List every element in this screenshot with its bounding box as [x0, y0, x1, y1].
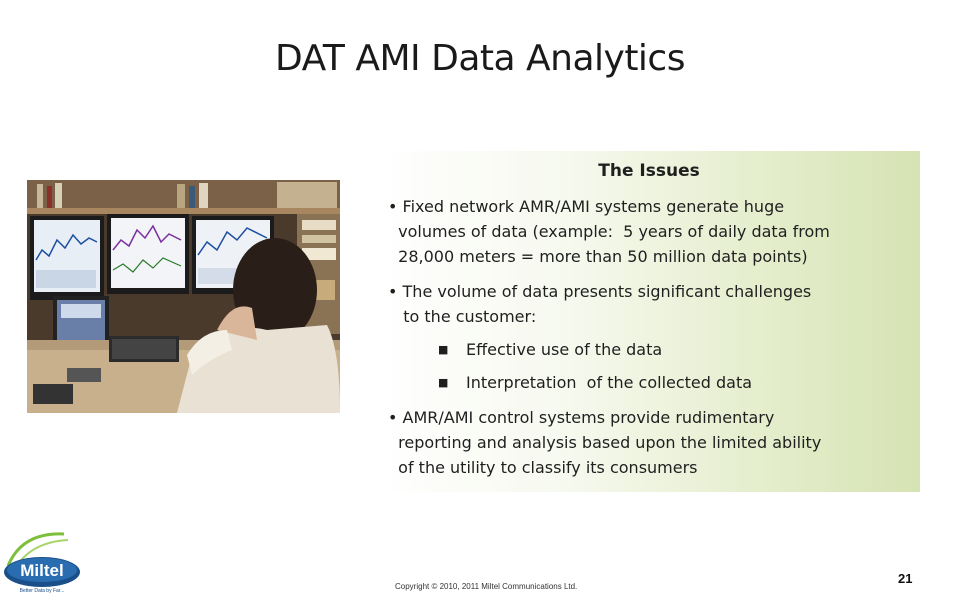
issue-bullet-control-systems: • AMR/AMI control systems provide rudime…	[388, 408, 822, 477]
issues-panel: The Issues • Fixed network AMR/AMI syste…	[378, 151, 920, 492]
sub-bullet-label: Interpretation of the collected data	[466, 373, 753, 392]
analyst-photo	[27, 180, 340, 413]
slide-title: DAT AMI Data Analytics	[275, 38, 685, 79]
square-bullet-icon: ■	[438, 343, 449, 356]
square-bullet-icon: ■	[438, 376, 449, 389]
miltel-logo: Miltel Better Data by Far...	[2, 530, 82, 594]
svg-text:Miltel: Miltel	[20, 561, 63, 580]
page-number: 21	[898, 571, 913, 586]
issues-heading: The Issues	[598, 161, 700, 181]
sub-bullet-label: Effective use of the data	[466, 340, 663, 359]
sub-bullet-interpretation: ■ Interpretation of the collected data	[438, 370, 898, 395]
sub-bullet-effective-use: ■ Effective use of the data	[438, 337, 898, 362]
svg-text:Better Data by Far...: Better Data by Far...	[20, 588, 65, 594]
issue-bullet-challenges: • The volume of data presents significan…	[388, 282, 812, 326]
issue-bullet-data-volume: • Fixed network AMR/AMI systems generate…	[388, 197, 830, 266]
copyright-notice: Copyright © 2010, 2011 Miltel Communicat…	[395, 582, 578, 591]
